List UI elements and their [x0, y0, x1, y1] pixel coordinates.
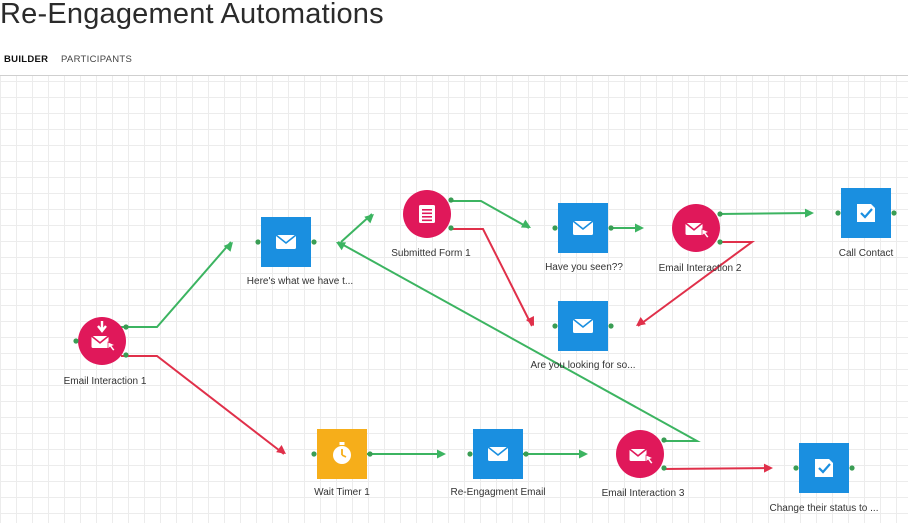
- connector-email2-to-call[interactable]: [718, 208, 814, 218]
- connection-port[interactable]: [552, 225, 558, 231]
- task-check-icon: [857, 204, 875, 222]
- node-email1[interactable]: [73, 317, 129, 365]
- tab-builder[interactable]: BUILDER: [4, 54, 49, 65]
- connection-port[interactable]: [523, 451, 529, 457]
- connection-port[interactable]: [661, 465, 667, 471]
- node-looking[interactable]: [552, 301, 614, 351]
- arrowhead-icon: [364, 214, 374, 224]
- node-heres[interactable]: [255, 217, 317, 267]
- connection-port[interactable]: [255, 239, 261, 245]
- connection-port[interactable]: [849, 465, 855, 471]
- node-label-email2: Email Interaction 2: [658, 263, 742, 274]
- arrowhead-icon: [223, 242, 233, 252]
- node-reeng[interactable]: [467, 429, 529, 479]
- node-label-email3: Email Interaction 3: [601, 488, 685, 499]
- connector-email3-to-status[interactable]: [661, 463, 773, 473]
- connector-email3-to-heres[interactable]: [336, 241, 701, 442]
- connection-port[interactable]: [448, 225, 454, 231]
- connection-port[interactable]: [552, 323, 558, 329]
- connection-port[interactable]: [123, 324, 129, 330]
- arrowhead-icon: [276, 444, 286, 454]
- arrowhead-icon: [520, 219, 531, 228]
- connection-port[interactable]: [793, 465, 799, 471]
- node-label-email1: Email Interaction 1: [63, 376, 147, 387]
- email-icon: [487, 446, 509, 461]
- node-form1[interactable]: [403, 190, 454, 238]
- node-label-wait1: Wait Timer 1: [314, 487, 370, 498]
- stopwatch-icon: [333, 442, 351, 464]
- connection-port[interactable]: [311, 451, 317, 457]
- connection-port[interactable]: [608, 323, 614, 329]
- connection-port[interactable]: [717, 239, 723, 245]
- email-icon: [572, 220, 594, 235]
- arrowhead-icon: [636, 317, 646, 326]
- arrowhead-icon: [437, 449, 446, 459]
- connector-heres-to-form1[interactable]: [340, 213, 374, 243]
- connection-port[interactable]: [311, 239, 317, 245]
- node-seen[interactable]: [552, 203, 614, 253]
- node-label-seen: Have you seen??: [545, 262, 623, 273]
- connection-port[interactable]: [661, 437, 667, 443]
- flow-diagram: [73, 188, 897, 493]
- connection-port[interactable]: [123, 352, 129, 358]
- connection-port[interactable]: [73, 338, 79, 344]
- tab-divider: [0, 75, 908, 76]
- connector-form1-to-seen[interactable]: [449, 200, 531, 229]
- node-label-reeng: Re-Engagment Email: [450, 487, 546, 498]
- node-label-form1: Submitted Form 1: [391, 248, 471, 259]
- connector-email1-to-wait1[interactable]: [121, 355, 286, 455]
- node-call[interactable]: [835, 188, 897, 238]
- email-icon: [275, 234, 297, 249]
- node-email2[interactable]: [672, 204, 723, 252]
- node-email3[interactable]: [616, 430, 667, 478]
- email-interaction-icon: [685, 222, 710, 239]
- connection-port[interactable]: [891, 210, 897, 216]
- email-icon: [572, 318, 594, 333]
- connection-port[interactable]: [367, 451, 373, 457]
- connector-reeng-to-email3[interactable]: [523, 449, 588, 459]
- node-status[interactable]: [793, 443, 855, 493]
- arrowhead-icon: [525, 315, 534, 326]
- builder-canvas[interactable]: Email Interaction 1 Here's what we have t…: [0, 76, 908, 523]
- connection-port[interactable]: [608, 225, 614, 231]
- email-interaction-icon: [629, 448, 654, 465]
- arrowhead-icon: [336, 242, 347, 251]
- connection-port[interactable]: [717, 211, 723, 217]
- node-label-call: Call Contact: [838, 248, 894, 259]
- connection-port[interactable]: [835, 210, 841, 216]
- email-interaction-icon: [91, 321, 116, 352]
- arrowhead-icon: [763, 463, 773, 473]
- arrowhead-icon: [635, 223, 644, 233]
- connection-port[interactable]: [467, 451, 473, 457]
- arrowhead-icon: [579, 449, 588, 459]
- node-label-status: Change their status to ...: [769, 503, 879, 514]
- connector-email2-to-looking[interactable]: [636, 241, 756, 327]
- page-title: Re-Engagement Automations: [0, 0, 384, 30]
- tab-participants[interactable]: PARTICIPANTS: [61, 54, 133, 65]
- node-label-heres: Here's what we have t...: [246, 276, 354, 287]
- arrowhead-icon: [804, 208, 814, 218]
- task-check-icon: [815, 459, 833, 477]
- connector-form1-to-looking[interactable]: [449, 228, 534, 327]
- connector-email1-to-heres[interactable]: [121, 241, 233, 328]
- connector-seen-to-email2[interactable]: [609, 223, 644, 233]
- connection-port[interactable]: [448, 197, 454, 203]
- form-icon: [419, 205, 435, 223]
- connector-wait1-to-reeng[interactable]: [367, 449, 446, 459]
- node-wait1[interactable]: [311, 429, 373, 479]
- node-label-looking: Are you looking for so...: [530, 360, 636, 371]
